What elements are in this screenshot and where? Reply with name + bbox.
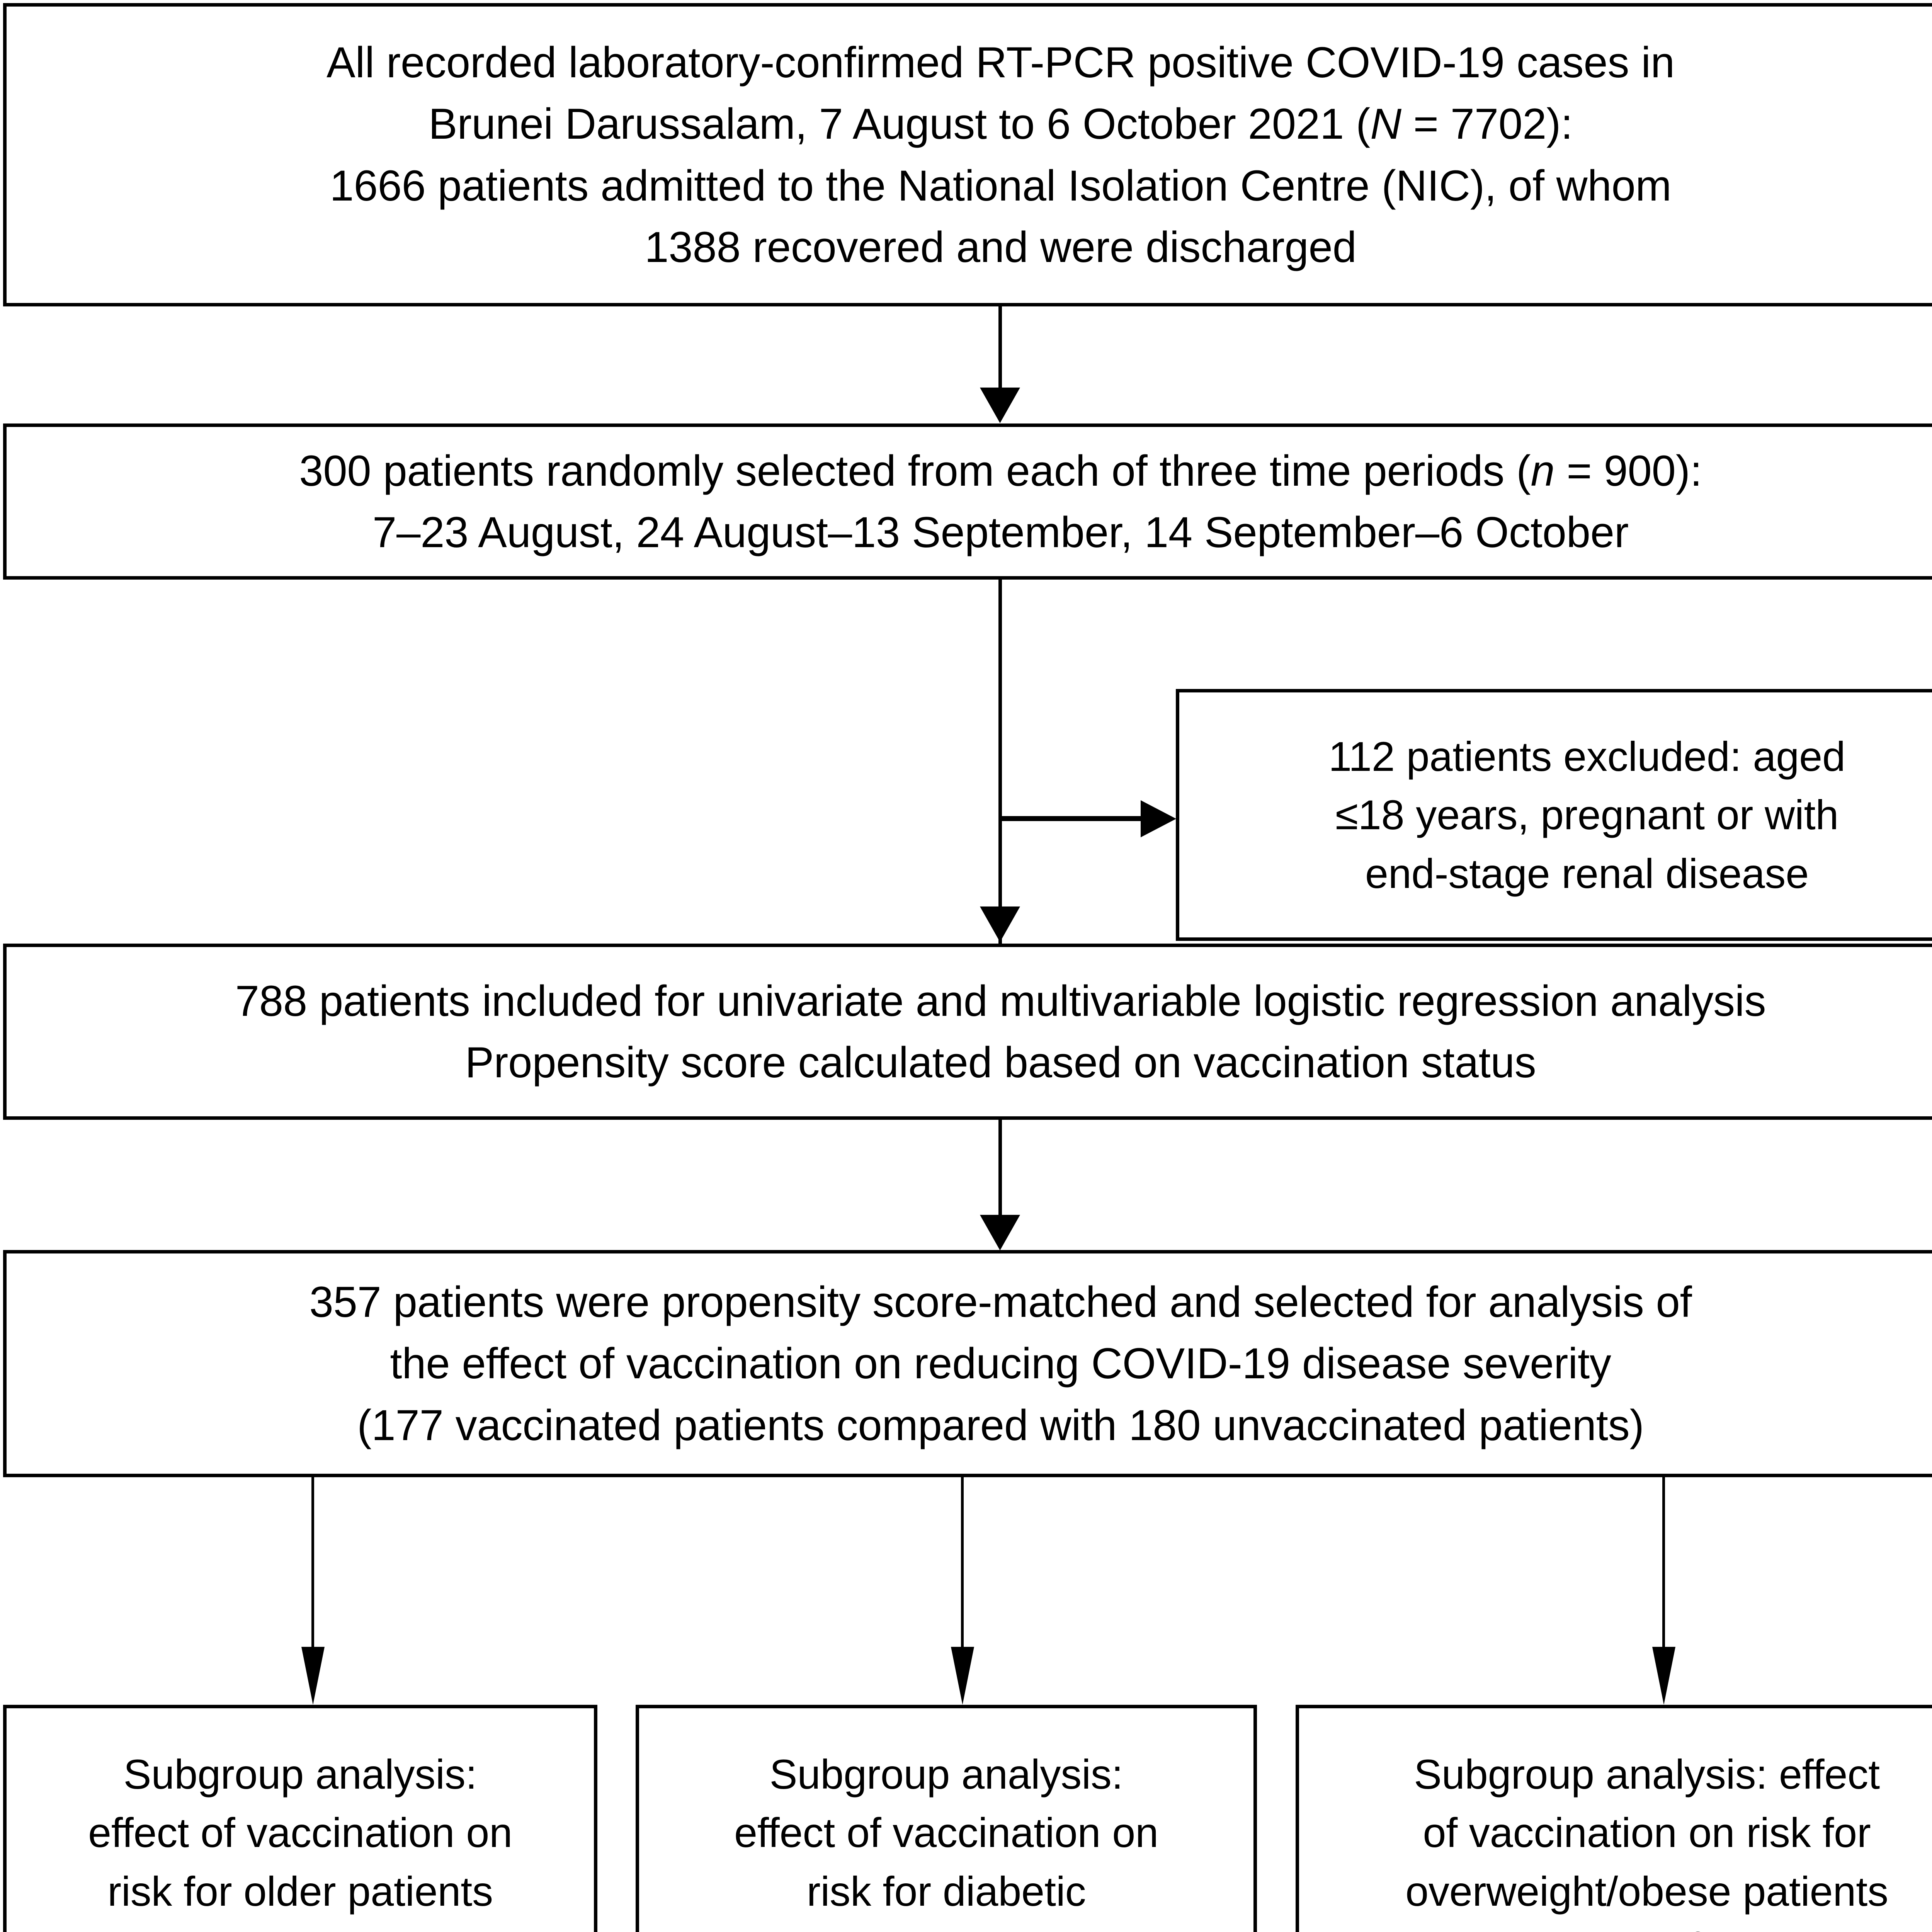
- connector-sampling-to-excluded-line: [998, 816, 1149, 821]
- connector-included-to-matched-arrow: [980, 1215, 1020, 1250]
- subgroup-overweight-line-1: Subgroup analysis: effect: [1414, 1751, 1880, 1798]
- included-line-2: Propensity score calculated based on vac…: [465, 1038, 1536, 1087]
- cohort-line-1: All recorded laboratory-confirmed RT-PCR…: [327, 38, 1675, 87]
- subgroup-overweight-line-3: overweight/obese patients: [1405, 1867, 1888, 1915]
- included-line-1: 788 patients included for univariate and…: [235, 976, 1766, 1025]
- subgroup-older-line-1: Subgroup analysis:: [123, 1751, 477, 1798]
- connector-cohort-to-sampling-arrow: [980, 388, 1020, 423]
- cohort-line-2: Brunei Darussalam, 7 August to 6 October…: [428, 100, 1573, 148]
- subgroup-diabetic-line-2: effect of vaccination on: [734, 1809, 1158, 1856]
- matched-line-3: (177 vaccinated patients compared with 1…: [357, 1401, 1644, 1449]
- matched-line-1: 357 patients were propensity score-match…: [309, 1278, 1692, 1327]
- subgroup-diabetic-box: Subgroup analysis: effect of vaccination…: [636, 1705, 1257, 1932]
- excluded-line-2: ≤18 years, pregnant or with: [1335, 791, 1839, 838]
- subgroup-older-line-4: (≥45 years) (n = 172): [106, 1920, 495, 1932]
- cohort-line-4: 1388 recovered and were discharged: [645, 223, 1357, 271]
- connector-matched-to-overweight-line: [1662, 1477, 1665, 1655]
- sampling-box: 300 patients randomly selected from each…: [3, 423, 1932, 580]
- subgroup-diabetic-line-4: patients (n = 181): [784, 1920, 1109, 1932]
- subgroup-older-line-2: effect of vaccination on: [88, 1809, 512, 1856]
- connector-matched-to-diabetic-arrow: [951, 1647, 974, 1705]
- subgroup-diabetic-line-1: Subgroup analysis:: [769, 1751, 1123, 1798]
- connector-matched-to-older-arrow: [301, 1647, 325, 1705]
- sampling-line-1: 300 patients randomly selected from each…: [299, 446, 1702, 495]
- subgroup-overweight-line-2: of vaccination on risk for: [1423, 1809, 1871, 1856]
- connector-sampling-to-excluded-arrow: [1141, 800, 1176, 837]
- excluded-line-3: end-stage renal disease: [1365, 850, 1809, 897]
- matched-line-2: the effect of vaccination on reducing CO…: [390, 1339, 1611, 1388]
- connector-sampling-to-included-arrow: [980, 906, 1020, 942]
- subgroup-diabetic-line-3: risk for diabetic: [806, 1867, 1086, 1915]
- subgroup-older-box: Subgroup analysis: effect of vaccination…: [3, 1705, 597, 1932]
- sampling-line-2: 7–23 August, 24 August–13 September, 14 …: [372, 508, 1629, 556]
- matched-box: 357 patients were propensity score-match…: [3, 1250, 1932, 1477]
- subgroup-older-line-3: risk for older patients: [107, 1867, 493, 1915]
- connector-matched-to-older-line: [311, 1477, 314, 1655]
- subgroup-overweight-box: Subgroup analysis: effect of vaccination…: [1296, 1705, 1932, 1932]
- connector-included-to-matched-line: [998, 1120, 1002, 1223]
- connector-matched-to-overweight-arrow: [1652, 1647, 1675, 1705]
- cohort-line-3: 1666 patients admitted to the National I…: [330, 161, 1672, 210]
- excluded-line-1: 112 patients excluded: aged: [1328, 733, 1845, 780]
- connector-sampling-trunk-line: [998, 580, 1002, 947]
- subgroup-overweight-line-4: (BMI >25 kg/m2) (n = 93): [1419, 1920, 1875, 1932]
- connector-matched-to-diabetic-line: [961, 1477, 964, 1655]
- included-box: 788 patients included for univariate and…: [3, 944, 1932, 1120]
- cohort-box: All recorded laboratory-confirmed RT-PCR…: [3, 3, 1932, 306]
- excluded-box: 112 patients excluded: aged ≤18 years, p…: [1176, 689, 1932, 941]
- connector-cohort-to-sampling-line: [998, 306, 1002, 396]
